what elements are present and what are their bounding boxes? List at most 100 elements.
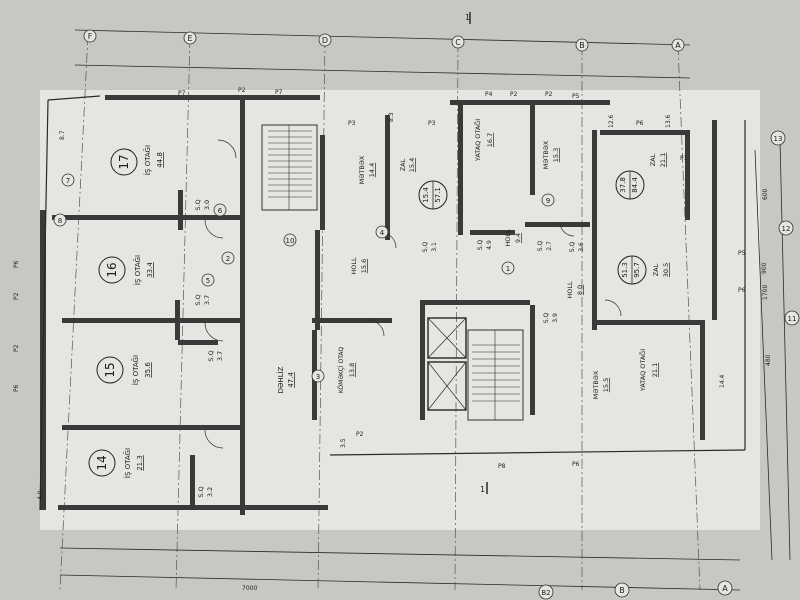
bathroom-8: S.Q 3.6: [569, 242, 585, 253]
dimension-label: 12.6: [608, 114, 615, 128]
section-markers: 1 1: [465, 12, 488, 494]
dimension-label: 3.5: [340, 438, 347, 448]
wall-tag: P2: [356, 431, 364, 438]
room-area: 47.4: [287, 372, 295, 388]
interior-walls: [52, 95, 705, 515]
room-area: 3.6: [578, 242, 585, 252]
axis-label: C: [455, 38, 461, 47]
apartment-3-badge: 51.3 95.7: [617, 255, 647, 285]
axis-label: D: [322, 36, 328, 45]
callout-number: 6: [218, 207, 223, 215]
room-yataq-2: YATAQ OTAĞI 21.1: [638, 349, 659, 392]
room-15: 15 İŞ OTAĞI 35.6: [96, 355, 152, 385]
section-marker-label: 1: [465, 13, 470, 22]
axis-label: F: [88, 32, 93, 41]
room-metbex-2: MƏTBƏX 15.3: [542, 140, 560, 169]
room-zal-3: ZAL 30.5: [652, 263, 670, 277]
room-area: 4.9: [486, 240, 493, 250]
section-marker-label: 1: [480, 485, 485, 494]
bathroom-9: S.Q 3.9: [543, 313, 559, 324]
callout-number: 4: [380, 229, 385, 237]
room-area: 16.7: [486, 133, 494, 147]
room-yataq-1: YATAQ OTAĞI 16.7: [473, 119, 494, 162]
bathroom-2: S.Q 3.7: [194, 294, 211, 305]
room-name: ZAL: [652, 263, 660, 276]
elevator-shafts: [427, 317, 467, 411]
axis-label: 12: [782, 225, 791, 233]
room-metbex-3: MƏTBƏX 15.5: [592, 370, 610, 399]
dimension-label: 14.4: [719, 374, 726, 388]
grid-lines: [59, 29, 791, 591]
dimension-label: 4.0: [37, 490, 44, 500]
room-area: 44.8: [156, 152, 164, 168]
axis-label: B: [619, 586, 625, 595]
dimension-label: 1700: [762, 285, 769, 300]
wall-tag: P7: [178, 90, 186, 97]
room-holl-2: HOLL 9.4: [504, 229, 522, 247]
grid-axis-top: F E D C B A: [83, 29, 685, 52]
callout-number: 5: [206, 277, 210, 285]
room-14: 14 İŞ OTAĞI 21.3: [88, 448, 144, 478]
wall-tags: P7 P7 P2 P4 P2 P2 P5 P3 P6 P3 P5 P6 P6 P…: [13, 87, 746, 470]
callout-markers: 7 8 6 5 2 10 3 4 9 1: [53, 173, 555, 383]
wall-tag: P2: [13, 344, 20, 352]
room-area: 33.4: [146, 262, 154, 278]
callout-number: 8: [58, 217, 62, 225]
wall-tag: P2: [238, 87, 246, 94]
wall-tag: P6: [738, 287, 746, 294]
callout-number: 3: [316, 373, 320, 381]
wall-tag: P4: [485, 91, 493, 98]
apartment-1-badge: 15.4 57.1: [418, 180, 448, 210]
wall-tag: P1: [680, 155, 688, 162]
room-komekci: KÖMƏKÇİ OTAQ 13.8: [338, 347, 356, 394]
apartment-2-badge: 37.8 84.4: [615, 170, 645, 200]
room-holl-3: HOLL 8.0: [566, 281, 584, 299]
axis-label: B: [579, 41, 585, 50]
room-name: İŞ OTAĞI: [123, 448, 132, 478]
dimension-label: 8.7: [59, 130, 66, 140]
wall-tag: P7: [275, 89, 283, 96]
callout-number: 2: [226, 255, 230, 263]
dimension-label: 13.6: [665, 114, 672, 128]
room-name: MƏTBƏX: [358, 155, 366, 184]
room-name: S.Q: [569, 242, 576, 253]
apartment-area-top: 51.3: [621, 262, 629, 278]
room-name: S.Q: [194, 199, 202, 210]
room-name: HOLL: [350, 257, 358, 275]
room-zal-1: ZAL 15.4: [399, 158, 416, 172]
room-name: DƏHLİZ: [276, 366, 285, 393]
dimension-label: 900: [761, 262, 768, 274]
wall-tag: P6: [572, 461, 580, 468]
room-name: ZAL: [399, 158, 407, 171]
staircase-top: [261, 124, 318, 211]
bathroom-5: S.Q 3.1: [422, 242, 438, 253]
axis-label: B2: [541, 589, 550, 597]
wall-tag: P3: [348, 120, 356, 127]
room-name: S.Q: [194, 294, 202, 305]
axis-label: A: [722, 584, 728, 593]
room-holl-1: HOLL 15.6: [350, 257, 368, 275]
room-area: 3.2: [206, 487, 214, 497]
room-name: S.Q: [422, 242, 429, 253]
sheet-area: [40, 90, 760, 530]
wall-tag: P6: [13, 260, 20, 268]
room-area: 3.1: [431, 242, 438, 252]
room-metbex-1: MƏTBƏX 14.4: [358, 155, 376, 184]
room-area: 15.4: [408, 158, 416, 172]
bathroom-1: S.Q 3.0: [194, 199, 211, 210]
room-area: 21.1: [651, 363, 659, 377]
room-name: S.Q: [543, 313, 550, 324]
wall-tag: P6: [13, 384, 20, 392]
room-name: İŞ OTAĞI: [133, 255, 142, 285]
axis-label: A: [675, 41, 681, 50]
wall-tag: P2: [13, 292, 20, 300]
callout-number: 9: [546, 197, 550, 205]
dimension-label: 480: [765, 354, 772, 366]
room-name: ZAL: [649, 153, 657, 166]
wall-tag: P5: [572, 93, 580, 100]
bathroom-4: S.Q 3.2: [197, 486, 214, 497]
room-area: 15.3: [552, 148, 560, 162]
room-name: HOLL: [504, 229, 512, 247]
room-17: 17 İŞ OTAĞI 44.8: [110, 145, 164, 176]
